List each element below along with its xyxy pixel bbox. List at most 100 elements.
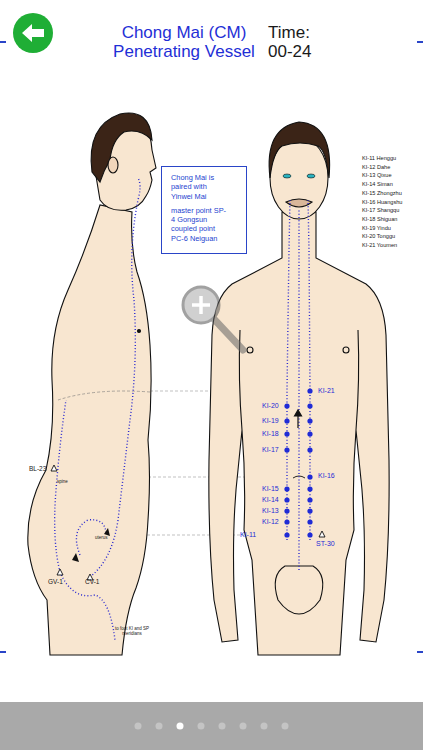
acupoint bbox=[307, 486, 312, 491]
point-label: KI-14 bbox=[262, 496, 286, 504]
acupoint bbox=[307, 418, 312, 423]
page-dots bbox=[135, 723, 289, 730]
front-meridian bbox=[287, 200, 310, 570]
side-body bbox=[28, 205, 151, 655]
point-triangle bbox=[57, 569, 63, 575]
point-label: ST-30 bbox=[316, 540, 346, 548]
point-list-item: KI-11 Henggu bbox=[362, 155, 422, 161]
point-list-item: KI-18 Shiguan bbox=[362, 216, 422, 222]
point-list-item: KI-12 Dahe bbox=[362, 164, 422, 170]
acupoint bbox=[307, 388, 312, 393]
point-label: KI-15 bbox=[262, 485, 286, 493]
note-label: to foot KI and SP meridians bbox=[112, 626, 152, 636]
flow-arrow bbox=[295, 410, 302, 428]
side-hair bbox=[91, 113, 152, 182]
page-dot bbox=[198, 723, 205, 730]
flow-arrows bbox=[72, 528, 110, 562]
side-points bbox=[51, 465, 93, 580]
point-label: KI-18 bbox=[262, 430, 286, 438]
acupoint bbox=[284, 418, 289, 423]
time-label: Time: 00-24 bbox=[268, 23, 326, 61]
point-list-item: KI-15 Zhongzhu bbox=[362, 190, 422, 196]
arm-line bbox=[356, 330, 359, 430]
page-title: Chong Mai (CM) Penetrating Vessel bbox=[106, 23, 262, 61]
genitals bbox=[275, 566, 323, 614]
point-list-item: KI-16 Huangshu bbox=[362, 199, 422, 205]
page-dot bbox=[219, 723, 226, 730]
meridian-line bbox=[55, 400, 66, 572]
eyes bbox=[283, 174, 315, 178]
crop-mark bbox=[417, 651, 423, 653]
page-dot bbox=[135, 723, 142, 730]
point-triangle bbox=[319, 531, 325, 537]
acupoint bbox=[284, 508, 289, 513]
point-label: BL-23 bbox=[29, 465, 53, 472]
flow-arrow bbox=[72, 553, 79, 562]
side-nipple bbox=[138, 330, 141, 333]
zoom-handle bbox=[213, 318, 243, 350]
crop-mark bbox=[0, 651, 6, 653]
acupoint bbox=[284, 486, 289, 491]
acupoint bbox=[284, 497, 289, 502]
acupoint bbox=[307, 431, 312, 436]
zoom-plus bbox=[192, 296, 210, 314]
point-label: KI-20 bbox=[262, 402, 286, 410]
crop-mark bbox=[417, 41, 423, 43]
ki-points bbox=[284, 388, 312, 537]
point-label: KI-16 bbox=[318, 472, 348, 480]
acupoint bbox=[307, 532, 312, 537]
page-dot bbox=[240, 723, 247, 730]
point-label: GV-1 bbox=[48, 578, 70, 585]
point-list-item: KI-13 Qixue bbox=[362, 172, 422, 178]
page-dot bbox=[261, 723, 268, 730]
point-label: KI-11 bbox=[240, 531, 264, 539]
point-triangle bbox=[51, 465, 57, 471]
meridian-line bbox=[298, 210, 299, 570]
back-arrow bbox=[22, 24, 44, 42]
page-dot bbox=[156, 723, 163, 730]
crop-mark bbox=[0, 41, 6, 43]
point-label: KI-21 bbox=[318, 387, 348, 395]
acupoint bbox=[307, 519, 312, 524]
nipple bbox=[343, 347, 349, 353]
note-box: Chong Mai is paired with Yinwei Maimaste… bbox=[161, 166, 247, 254]
zoom-lens bbox=[183, 287, 219, 323]
hip-line bbox=[58, 391, 150, 400]
point-list-item: KI-17 Shangqu bbox=[362, 207, 422, 213]
point-label: KI-19 bbox=[262, 417, 286, 425]
point-label: KI-13 bbox=[262, 507, 286, 515]
acupoint bbox=[284, 403, 289, 408]
nipple bbox=[247, 347, 253, 353]
anatomy-label: uterus bbox=[95, 535, 119, 540]
page-bar bbox=[0, 702, 423, 750]
acupoint bbox=[307, 447, 312, 452]
eye bbox=[307, 174, 315, 178]
flow-arrow bbox=[104, 528, 110, 536]
acupoint bbox=[307, 474, 312, 479]
acupoint bbox=[307, 497, 312, 502]
front-hair bbox=[269, 122, 330, 178]
acupoint bbox=[307, 508, 312, 513]
acupoint bbox=[284, 447, 289, 452]
zoom-icon bbox=[183, 287, 243, 350]
anatomy-label: spine bbox=[57, 479, 77, 484]
page-dot bbox=[177, 723, 184, 730]
note-text: master point SP-4 Gongsun coupled point … bbox=[171, 206, 227, 243]
side-meridian bbox=[55, 178, 140, 640]
side-figure bbox=[28, 113, 156, 655]
acupoint bbox=[284, 431, 289, 436]
page-dot bbox=[282, 723, 289, 730]
point-list-item: KI-21 Youmen bbox=[362, 242, 422, 248]
back-button bbox=[13, 13, 53, 53]
point-list-item: KI-20 Tonggu bbox=[362, 233, 422, 239]
acupoint bbox=[284, 532, 289, 537]
acupoint bbox=[284, 519, 289, 524]
eye bbox=[283, 174, 291, 178]
meridian-line bbox=[90, 178, 140, 577]
point-label: CV-1 bbox=[85, 578, 107, 585]
acupoint bbox=[307, 403, 312, 408]
point-label: KI-12 bbox=[262, 518, 286, 526]
point-list-item: KI-19 Yindu bbox=[362, 225, 422, 231]
